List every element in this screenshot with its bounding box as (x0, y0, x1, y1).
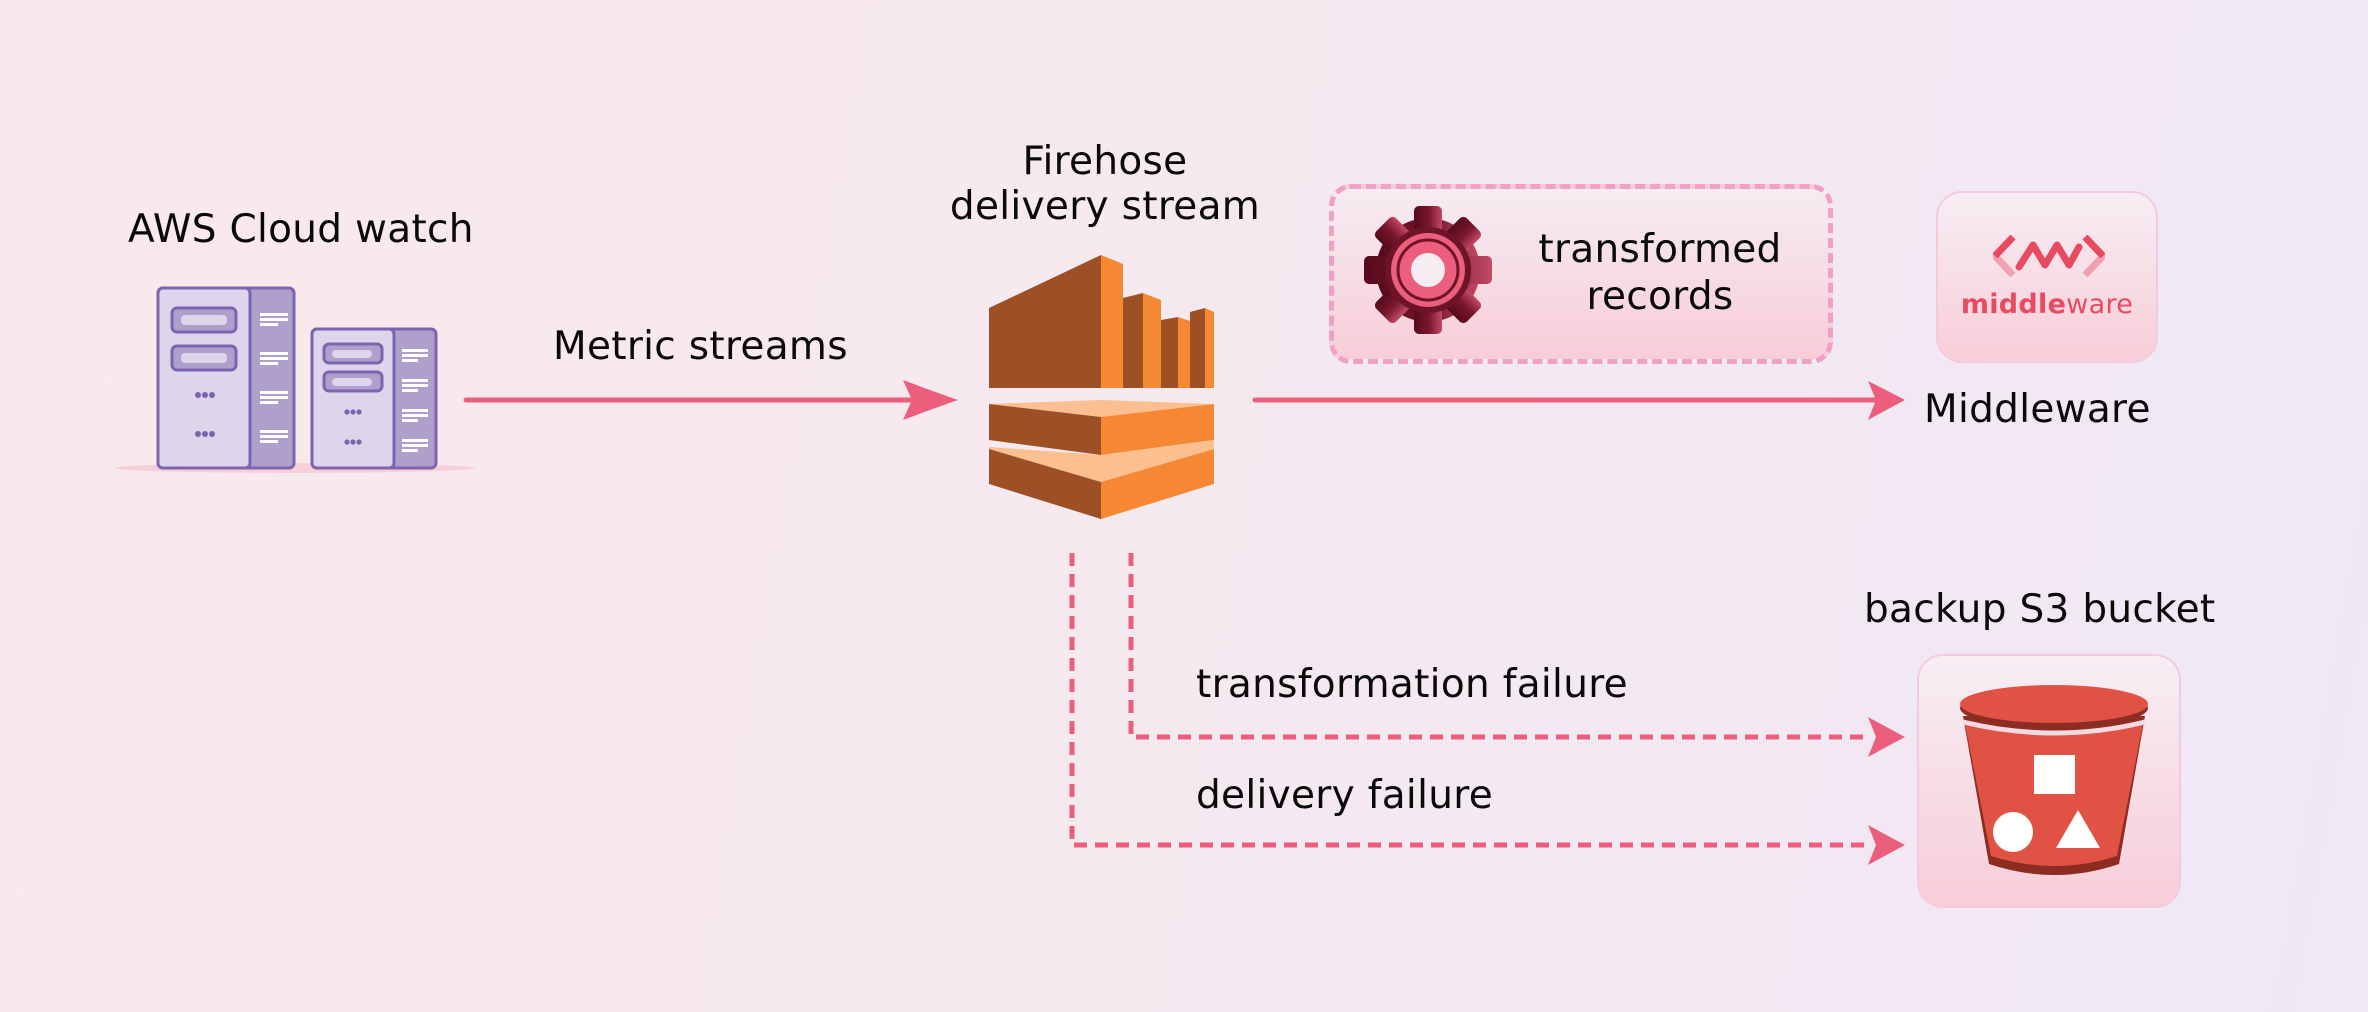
square-shape-icon (2034, 755, 2075, 794)
middleware-card: middleware (1938, 193, 2156, 361)
edge-firehose-to-middleware (1252, 381, 1905, 420)
cloudwatch-label: AWS Cloud watch (128, 207, 474, 252)
transformed-records-label-line1: transformed (1538, 227, 1782, 272)
transformed-records-label-line2: records (1586, 274, 1734, 319)
s3-label: backup S3 bucket (1864, 587, 2216, 632)
server-rack-icon (115, 286, 475, 473)
s3-bucket-icon (1960, 685, 2148, 875)
arrowhead-icon (903, 380, 958, 420)
middleware-logo-icon (1993, 235, 2105, 277)
middleware-logo-text: middleware (1938, 289, 2156, 320)
circle-shape-icon (1993, 812, 2033, 852)
edge-label-delivery-failure: delivery failure (1196, 773, 1493, 818)
s3-card (1919, 656, 2179, 906)
aws-kinesis-firehose-icon (989, 255, 1214, 519)
edge-transformation-failure (1128, 553, 1905, 757)
middleware-logo-text-light: ware (2066, 289, 2134, 320)
edge-delivery-failure (1069, 553, 1905, 865)
middleware-logo-text-bold: middle (1960, 289, 2067, 320)
firehose-label-line1: Firehose (1022, 139, 1188, 184)
edge-label-metric-streams: Metric streams (553, 324, 848, 369)
middleware-label: Middleware (1924, 387, 2151, 432)
firehose-label-line2: delivery stream (949, 184, 1261, 229)
gear-icon (1364, 206, 1492, 334)
arrowhead-icon (1868, 381, 1905, 420)
triangle-shape-icon (2056, 810, 2100, 848)
edge-label-transformation-failure: transformation failure (1196, 662, 1628, 707)
edge-metric-streams (463, 380, 958, 420)
arrowhead-icon (1868, 717, 1905, 757)
arrowhead-icon (1868, 825, 1905, 865)
